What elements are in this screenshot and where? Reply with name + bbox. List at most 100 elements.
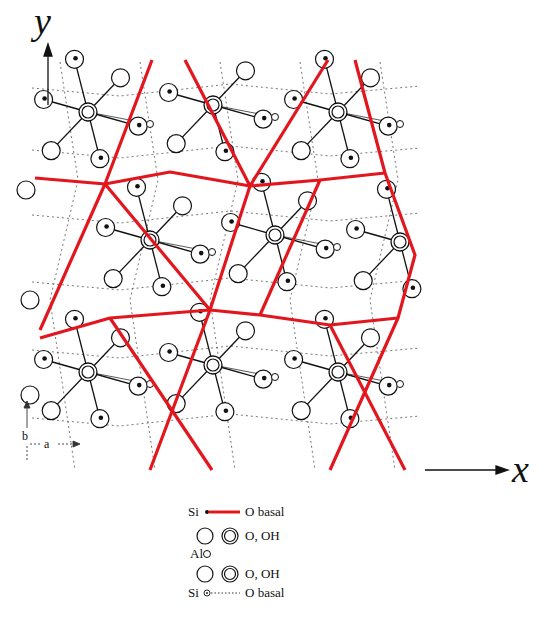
si-atom — [99, 155, 104, 160]
si-atom — [292, 96, 297, 101]
oxygen-atom — [174, 197, 192, 215]
basal-oxygen-line — [250, 60, 328, 186]
si-atom — [411, 285, 416, 290]
oxygen-atom — [160, 84, 178, 102]
legend-text: O, OH — [245, 567, 280, 580]
oxygen-atom — [278, 273, 296, 291]
oxygen-atom — [104, 270, 122, 288]
al-atom — [209, 249, 216, 256]
oxygen-atom — [379, 377, 397, 395]
cell-dimension-arrows — [24, 401, 80, 460]
si-atom — [73, 56, 78, 61]
basal-oxygen-line — [35, 172, 385, 186]
oxygen-atom — [237, 62, 255, 80]
oxygen-atom — [66, 50, 84, 68]
si-atom — [167, 349, 172, 354]
oxygen-atom — [354, 272, 372, 290]
hydroxyl-atom — [329, 103, 347, 121]
al-atom — [397, 381, 404, 388]
si-atom — [161, 283, 166, 288]
oxygen-atom — [42, 402, 60, 420]
oxygen-atom — [35, 351, 53, 369]
legend-text: O basal — [245, 586, 284, 599]
legend-text: O, OH — [245, 529, 280, 542]
oxygen-atom — [17, 181, 35, 199]
hydroxyl-ring — [269, 229, 281, 241]
octahedral-layer — [17, 50, 421, 427]
basal-oxygen-line — [110, 318, 212, 470]
cell-dimension: a — [44, 438, 49, 450]
hydroxyl-atom — [79, 363, 97, 381]
oxygen-atom — [129, 377, 147, 395]
al-atom — [334, 244, 341, 251]
si-atom — [104, 224, 109, 229]
al-atom — [147, 121, 154, 128]
oxygen-atom — [91, 150, 109, 168]
axis-label: y — [34, 2, 51, 40]
legend-text: Si — [188, 586, 199, 599]
hydroxyl-ring — [332, 106, 344, 118]
oxygen-atom — [153, 278, 171, 296]
legend-samples — [197, 510, 240, 596]
dotted-line — [130, 62, 158, 470]
oxygen-atom — [91, 410, 109, 428]
oxygen-atom — [129, 117, 147, 135]
basal-oxygen-line — [330, 325, 405, 470]
si-atom — [349, 155, 354, 160]
oxygen-atom — [254, 370, 272, 388]
cell-dimension: b — [22, 430, 28, 442]
basal-oxygen-line — [40, 60, 152, 330]
oxygen-atom — [191, 245, 209, 263]
oxygen-atom — [21, 291, 39, 309]
si-atom — [99, 415, 104, 420]
basal-oxygen-net — [35, 60, 415, 470]
dotted-grid — [32, 62, 420, 470]
basal-oxygen-line — [40, 310, 398, 338]
si-atom — [135, 184, 140, 189]
oxygen-atom — [254, 110, 272, 128]
si-atom — [73, 316, 78, 321]
hydroxyl-ring — [82, 366, 94, 378]
oxygen-atom — [379, 117, 397, 135]
si-atom — [387, 123, 392, 128]
si-atom — [42, 96, 47, 101]
si-atom — [42, 356, 47, 361]
hydroxyl-ring — [82, 106, 94, 118]
al-atom — [272, 114, 279, 121]
si-atom — [199, 251, 204, 256]
oxygen-atom — [160, 344, 178, 362]
legend-text: O basal — [245, 505, 284, 518]
oxygen-atom — [347, 221, 365, 239]
si-atom — [262, 116, 267, 121]
si-atom — [137, 383, 142, 388]
dotted-line — [290, 62, 318, 470]
si-atom — [224, 408, 229, 413]
si-atom — [262, 376, 267, 381]
si-atom — [387, 383, 392, 388]
hydroxyl-atom — [329, 363, 347, 381]
oxygen-atom — [229, 265, 247, 283]
oxygen-atom — [316, 240, 334, 258]
hydroxyl-ring — [332, 366, 344, 378]
oxygen-atom — [341, 150, 359, 168]
oxygen-atom — [216, 403, 234, 421]
si-atom — [323, 316, 328, 321]
si-atom — [229, 219, 234, 224]
al-atom — [397, 121, 404, 128]
hydroxyl-ring — [207, 359, 219, 371]
si-atom — [137, 123, 142, 128]
oxygen-atom — [42, 142, 60, 160]
oxygen-atom — [21, 386, 39, 404]
oxygen-atom — [362, 69, 380, 87]
axes — [44, 44, 508, 474]
oxygen-atom — [292, 402, 310, 420]
oxygen-atom — [112, 69, 130, 87]
al-atom — [272, 374, 279, 381]
si-atom — [224, 148, 229, 153]
oxygen-atom — [237, 322, 255, 340]
oxygen-atom — [362, 329, 380, 347]
hydroxyl-atom — [204, 356, 222, 374]
hydroxyl-ring — [394, 236, 406, 248]
si-atom — [324, 246, 329, 251]
basal-oxygen-line — [105, 184, 210, 310]
